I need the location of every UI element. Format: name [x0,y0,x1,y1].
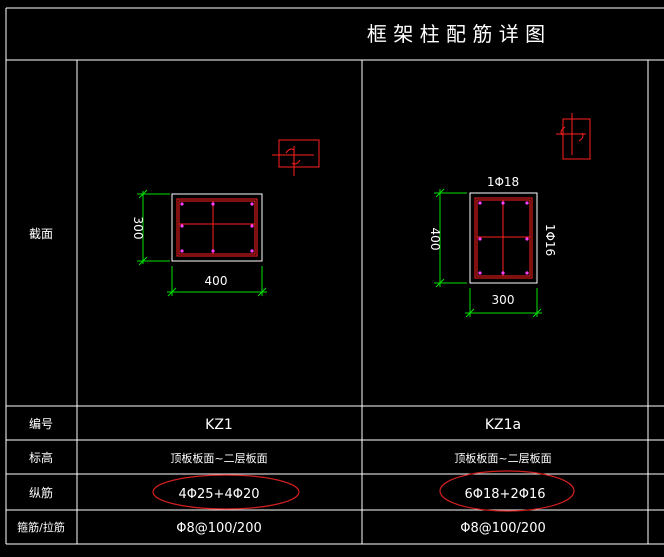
table-grid [5,7,664,545]
dimension-vertical-kz1a: 400 [428,228,442,251]
highlight-ellipse-kz1a [439,470,575,512]
column-stirrups-kz1: Φ8@100/200 [176,521,262,536]
page-title: 框 架 柱 配 筋 详 图 [367,22,545,46]
rebar-nodes-kz1a [478,201,529,275]
column-number-kz1: KZ1 [205,417,233,433]
column-elevation-kz1a: 顶板板面~二层板面 [454,451,551,465]
row-label-number: 编号 [29,416,53,431]
dimension-horizontal-kz1a: 300 [492,293,515,307]
column-outline-kz1 [171,193,263,262]
dimension-lines-kz1 [137,189,267,297]
dimension-vertical-kz1: 300 [131,217,145,240]
row-label-longitudinal: 纵筋 [29,485,53,500]
column-longitudinal-kz1a: 6Φ18+2Φ16 [465,487,546,502]
row-label-stirrups: 箍筋/拉筋 [17,520,65,534]
rebar-label-top-kz1a: 1Φ18 [487,175,519,189]
dimension-horizontal-kz1: 400 [205,274,228,288]
column-outline-kz1a [469,192,538,284]
section-kz1: 300 400 [131,139,320,297]
stirrup-detail-kz1a [556,113,591,160]
rebar-label-side-kz1a: 1Φ16 [543,224,557,256]
highlight-ellipse-kz1 [152,474,300,510]
rebar-cage-kz1a [474,197,533,279]
column-number-kz1a: KZ1a [485,417,521,433]
stirrup-detail-kz1 [272,139,320,176]
dimension-lines-kz1a [434,188,542,318]
rebar-nodes-kz1 [180,202,254,253]
column-elevation-kz1: 顶板板面~二层板面 [170,451,267,465]
column-stirrups-kz1a: Φ8@100/200 [460,521,546,536]
row-label-section: 截面 [29,227,53,241]
section-kz1a: 400 300 1Φ18 1Φ16 [428,113,591,318]
row-label-elevation: 标高 [29,450,53,465]
rebar-cage-kz1 [176,198,258,257]
column-longitudinal-kz1: 4Φ25+4Φ20 [179,487,260,502]
